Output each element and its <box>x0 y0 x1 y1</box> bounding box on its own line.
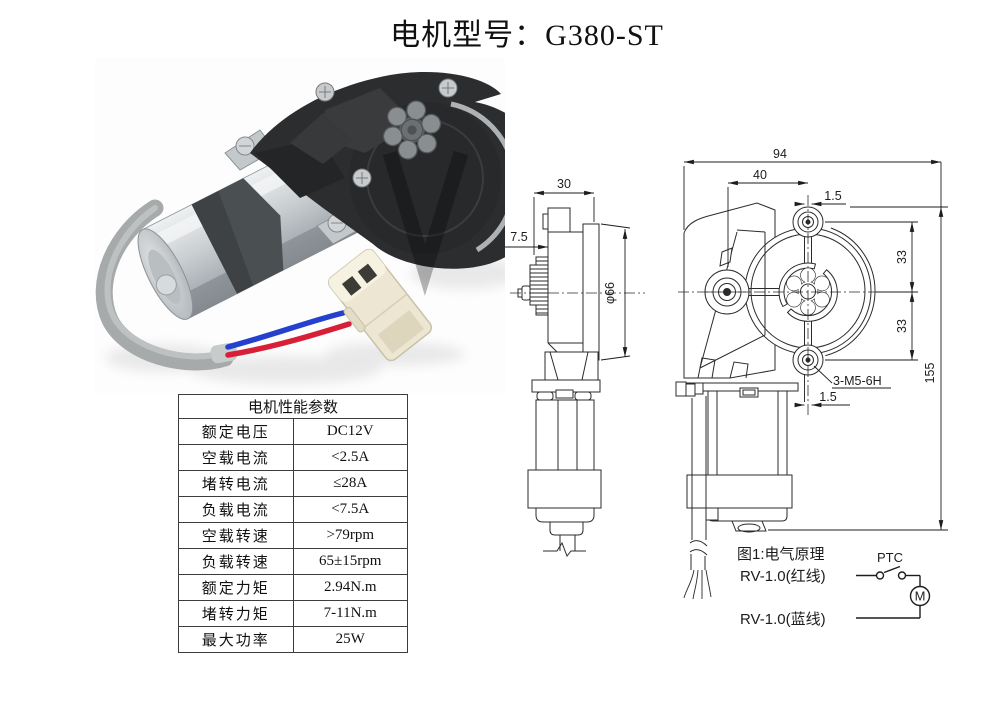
dim-thread-spec: 3-M5-6H <box>833 374 882 388</box>
spec-label: 堵转电流 <box>178 470 294 497</box>
lead-wires-drawn <box>683 569 712 600</box>
spec-value: <2.5A <box>292 444 408 471</box>
dim-top-offset: 1.5 <box>824 189 841 203</box>
spec-label: 空载转速 <box>178 522 294 549</box>
spec-label: 额定力矩 <box>178 574 294 601</box>
table-row: 负载电流<7.5A <box>178 496 408 523</box>
circuit-wires <box>856 565 931 619</box>
spec-value: 65±15rpm <box>292 548 408 575</box>
spec-label: 负载电流 <box>178 496 294 523</box>
spec-value: 7-11N.m <box>292 600 408 627</box>
front-dimensions <box>683 159 948 531</box>
spec-value: ≤28A <box>292 470 408 497</box>
spec-label: 额定电压 <box>178 418 294 445</box>
spec-value: >79rpm <box>292 522 408 549</box>
wire-blue <box>225 310 346 350</box>
spec-label: 堵转力矩 <box>178 600 294 627</box>
dim-bottom-offset: 1.5 <box>819 390 836 404</box>
front-view-drawing: 94 40 1.5 33 33 155 3-M5-6H 1.5 <box>675 147 948 600</box>
dim-side-boss-offset: 7.5 <box>510 230 527 244</box>
circuit-diagram: 图1:电气原理 RV-1.0(红线) RV-1.0(蓝线) PTC M <box>737 546 931 628</box>
table-row: 空载转速>79rpm <box>178 522 408 549</box>
table-row: 空载电流<2.5A <box>178 444 408 471</box>
ptc-switch-symbol <box>875 571 885 580</box>
spec-label: 空载电流 <box>178 444 294 471</box>
connector-plug <box>327 248 433 362</box>
wire-red <box>225 321 352 358</box>
dim-overall-width: 94 <box>773 147 787 161</box>
motor-photo-illustration <box>95 58 548 393</box>
spec-value: <7.5A <box>292 496 408 523</box>
product-photo <box>95 58 548 393</box>
table-row: 堵转电流≤28A <box>178 470 408 497</box>
gear-sprocket <box>382 100 442 160</box>
spec-value: 25W <box>292 626 408 653</box>
dim-mount-span: 40 <box>753 168 767 182</box>
dim-pitch-upper: 33 <box>895 250 909 264</box>
side-dimensions <box>505 190 631 361</box>
dim-pitch-lower: 33 <box>895 319 909 333</box>
motor-symbol-letter: M <box>915 589 926 604</box>
center-lines <box>678 195 897 418</box>
side-view-drawing: 30 7.5 φ66 <box>505 177 645 557</box>
red-wire-label: RV-1.0(红线) <box>740 568 826 585</box>
dim-side-width: 30 <box>557 177 571 191</box>
spec-table-title: 电机性能参数 <box>178 394 408 419</box>
dim-side-diameter: φ66 <box>603 282 617 304</box>
spec-label: 负载转速 <box>178 548 294 575</box>
spec-value: DC12V <box>292 418 408 445</box>
page-title: 电机型号：G380-ST <box>390 19 664 52</box>
dim-overall-height: 155 <box>923 363 937 384</box>
housing-screws <box>315 78 458 188</box>
blue-wire-label: RV-1.0(蓝线) <box>740 611 826 628</box>
watermark <box>382 150 469 296</box>
spec-label: 最大功率 <box>178 626 294 653</box>
schematic-title: 图1:电气原理 <box>737 546 825 563</box>
ptc-label: PTC <box>877 550 903 565</box>
spec-value: 2.94N.m <box>292 574 408 601</box>
